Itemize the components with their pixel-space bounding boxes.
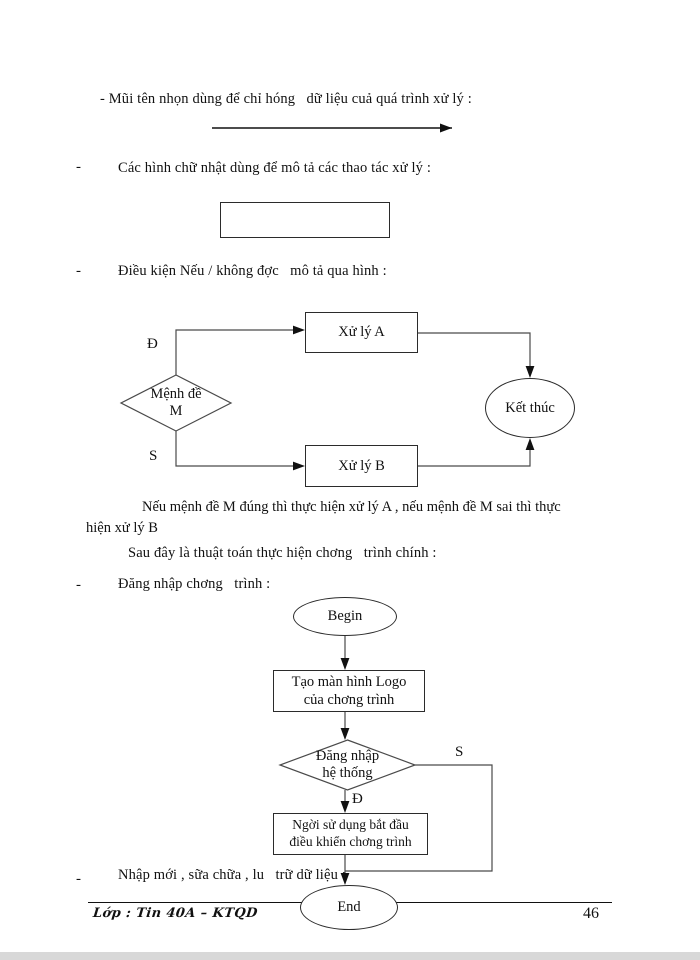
input-section-text: Nhập mới , sữa chữa , lu trữ dữ liệu :: [118, 867, 346, 883]
terminator-ket-thuc: Kết thúc: [485, 378, 575, 438]
footer-author-class: Lớp : Tin 40A – KTQD: [92, 906, 259, 921]
page-bottom-edge: [0, 952, 700, 960]
page-number: 46: [583, 905, 599, 922]
process-user-control-line2: điều khiển chơng trình: [289, 834, 412, 849]
edge-label-login-false-s: S: [455, 744, 464, 760]
explanation-line-1: Nếu mệnh đề M đúng thì thực hiện xử lý A…: [142, 499, 561, 515]
bullet-marker-login: -: [76, 577, 81, 593]
process-xu-ly-a: Xử lý A: [305, 312, 418, 353]
process-logo-screen: Tạo màn hình Logo của chơng trình: [273, 670, 425, 712]
process-user-control-line1: Ngời sử dụng bắt đầu: [292, 817, 409, 833]
condition-explanation-paragraph: Nếu mệnh đề M đúng thì thực hiện xử lý A…: [86, 497, 616, 539]
terminator-begin-label: Begin: [327, 608, 363, 624]
edge-label-false-sai: S: [149, 448, 158, 464]
rect-description-text: Các hình chữ nhật dùng để mô tả các thao…: [118, 160, 432, 176]
login-section-text: Đăng nhập chơng trình :: [118, 576, 271, 592]
terminator-end-label: End: [337, 899, 361, 915]
process-xu-ly-b-label: Xử lý B: [338, 457, 385, 474]
condition-description-text: Điều kiện Nếu / không đợc mô tả qua hình…: [118, 263, 387, 279]
bullet-marker-condition: -: [76, 263, 81, 279]
bullet-marker-input: -: [76, 871, 81, 887]
process-xu-ly-b: Xử lý B: [305, 445, 418, 487]
process-logo-screen-line1: Tạo màn hình Logo: [291, 673, 407, 690]
terminator-ket-thuc-label: Kết thúc: [505, 399, 555, 416]
terminator-end: End: [300, 885, 398, 930]
bullet-marker-rect: -: [76, 159, 81, 175]
edge-label-login-true-d: Đ: [352, 791, 363, 807]
sample-process-rectangle: [220, 202, 390, 238]
edge-label-true-dung: Đ: [147, 336, 158, 352]
process-xu-ly-a-label: Xử lý A: [338, 324, 385, 341]
arrow-description-text: - Mũi tên nhọn dùng để chỉ hóng dữ liệu …: [100, 91, 472, 107]
process-logo-screen-line2: của chơng trình: [303, 692, 395, 708]
terminator-begin: Begin: [293, 597, 397, 636]
explanation-line-2: hiện xử lý B: [86, 520, 158, 537]
algorithm-intro-text: Sau đây là thuật toán thực hiện chơng tr…: [128, 545, 437, 561]
